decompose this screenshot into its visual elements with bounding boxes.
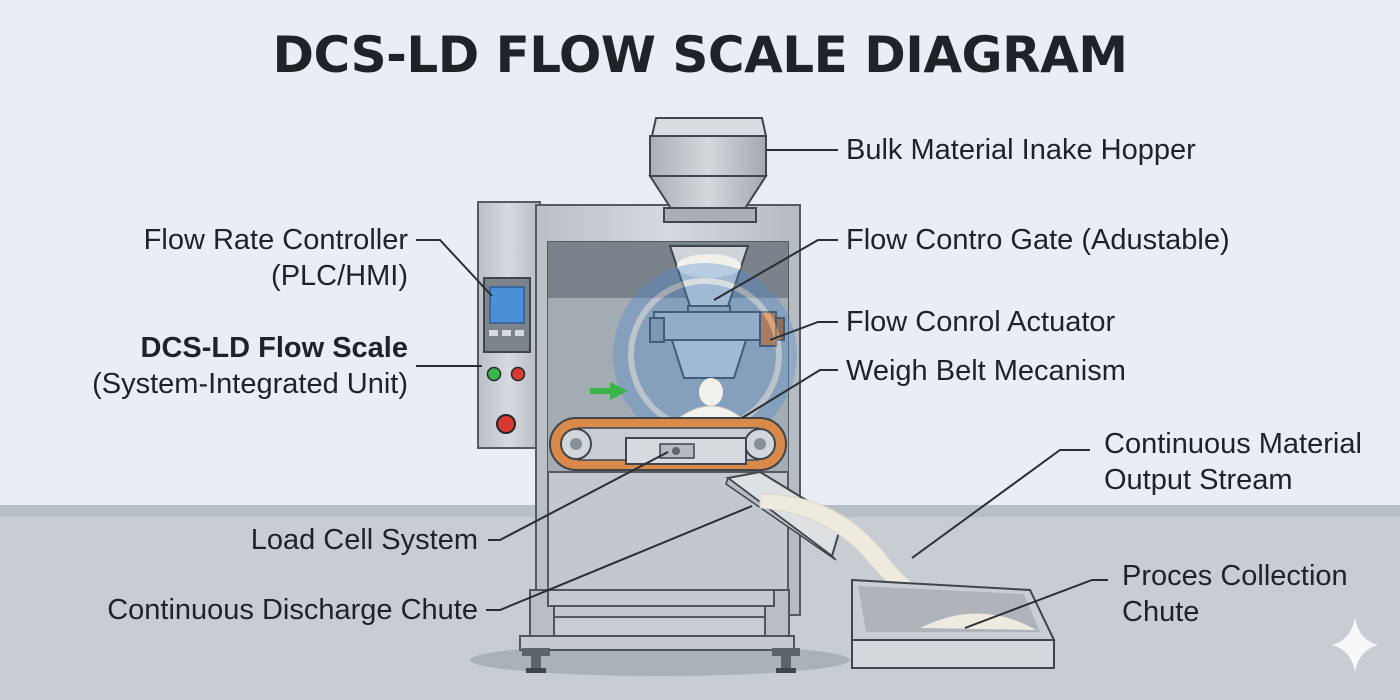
label-flow-scale-line-1: DCS-LD Flow Scale [140, 332, 409, 364]
granules [677, 254, 741, 278]
label-flow-controller-line-2: (PLC/HMI) [271, 260, 408, 292]
control-panel [477, 201, 541, 449]
label-output-stream-line-2: Output Stream [1104, 464, 1293, 496]
machine-base [519, 589, 800, 673]
leader-control-gate [713, 239, 838, 301]
collection-chute [851, 578, 1056, 669]
leader-flow-controller [416, 239, 493, 297]
leader-load-cell [488, 451, 669, 541]
label-flow-controller: Flow Rate Controller (PLC/HMI) [144, 222, 408, 294]
label-discharge-chute: Continuous Discharge Chute [107, 594, 478, 626]
label-collection-chute-line-2: Chute [1122, 596, 1200, 628]
load-cell [625, 437, 747, 465]
label-collection-chute-line-1: Proces Collection [1122, 560, 1348, 592]
label-flow-controller-line-1: Flow Rate Controller [143, 224, 408, 256]
leader-weigh-belt [741, 369, 838, 419]
label-flow-scale: DCS-LD Flow Scale (System-Integrated Uni… [92, 330, 408, 402]
leader-collection-chute [964, 579, 1108, 629]
leader-discharge-chute [486, 505, 753, 611]
flow-arrow [590, 382, 628, 400]
sparkle-icon [1332, 618, 1378, 672]
diagram-title: DCS-LD FLOW SCALE DIAGRAM [272, 26, 1128, 84]
leader-lines [416, 149, 1108, 629]
label-flow-scale-line-2: (System-Integrated Unit) [92, 368, 408, 400]
label-collection-chute: Proces Collection Chute [1122, 558, 1348, 630]
label-output-stream: Continuous Material Output Stream [1104, 426, 1362, 498]
intake-hopper [648, 117, 768, 223]
machine-shadow [470, 644, 850, 676]
leader-output-stream [911, 449, 1090, 559]
label-intake-hopper: Bulk Material Inake Hopper [846, 134, 1196, 166]
red-button [510, 366, 526, 382]
green-button [486, 366, 502, 382]
discharge-chute [725, 470, 844, 561]
falling-material [699, 378, 723, 406]
label-control-gate: Flow Contro Gate (Adustable) [846, 224, 1230, 256]
flow-control-actuator [759, 311, 785, 347]
label-actuator: Flow Conrol Actuator [846, 306, 1116, 338]
label-output-stream-line-1: Continuous Material [1104, 428, 1362, 460]
stop-button [496, 414, 516, 434]
label-load-cell: Load Cell System [250, 524, 478, 556]
hmi-screen [489, 286, 525, 324]
label-weigh-belt: Weigh Belt Mecanism [846, 355, 1126, 387]
leader-actuator [769, 321, 838, 341]
